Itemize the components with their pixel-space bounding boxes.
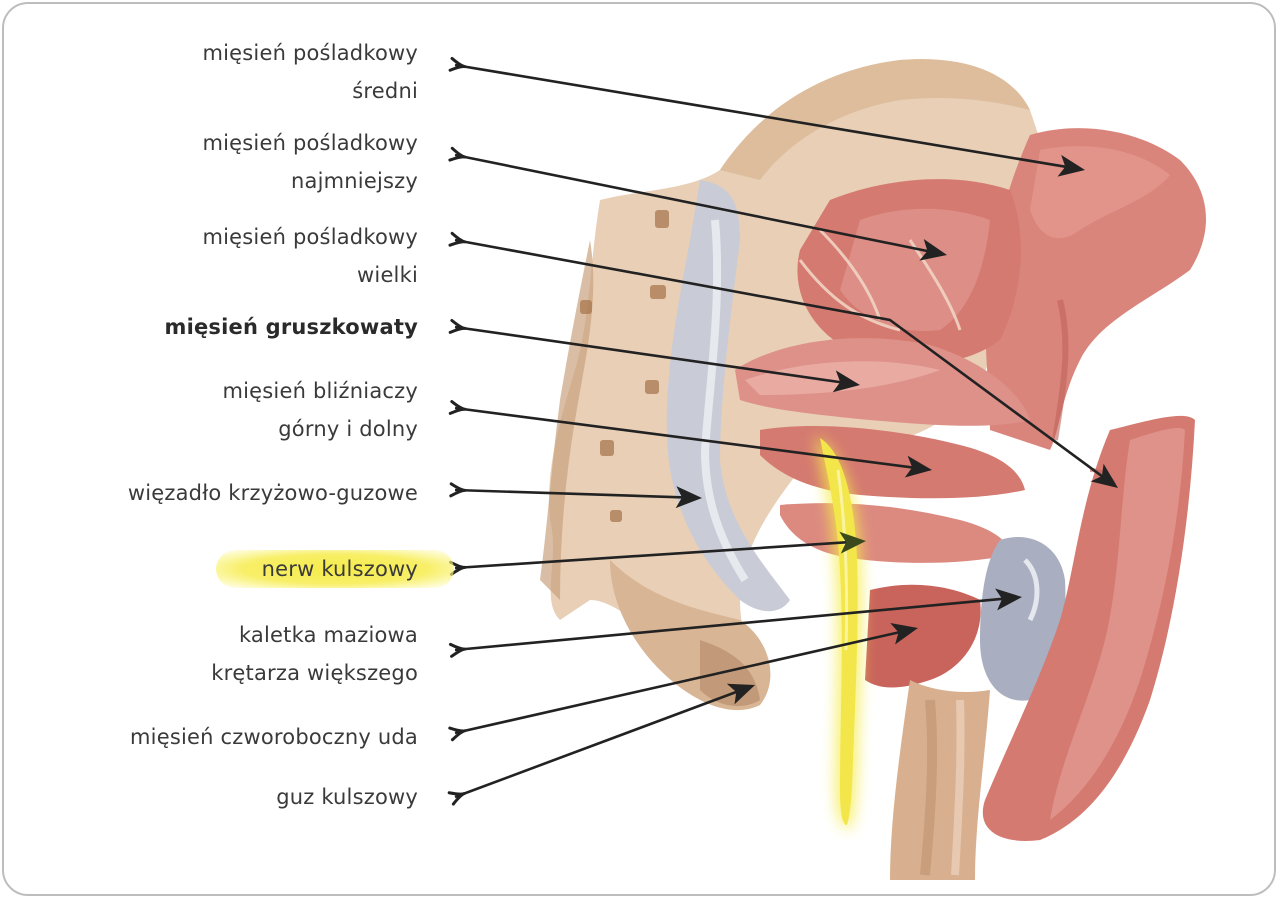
femur-shaft: [890, 680, 990, 880]
label-line: mięsień bliźniaczy: [222, 379, 418, 403]
arrow-gluteus-minimus: [448, 146, 947, 261]
arrow-sciatic-nerve: [449, 531, 866, 576]
label-line: guz kulszowy: [276, 785, 418, 809]
label-sciatic-nerve: nerw kulszowy: [215, 550, 454, 588]
label-trochanteric-bursa: kaletka maziowa krętarza większego: [211, 616, 418, 692]
label-gluteus-minimus: mięsień pośladkowy najmniejszy: [202, 124, 418, 200]
arrow-gluteus-medius: [448, 56, 1085, 177]
label-line: mięsień czworoboczny uda: [130, 725, 418, 749]
label-gemelli: mięsień bliźniaczy górny i dolny: [222, 372, 418, 448]
label-gluteus-medius: mięsień pośladkowy średni: [202, 34, 418, 110]
label-line: mięsień pośladkowy: [202, 41, 418, 65]
label-line: średni: [352, 79, 418, 103]
trochanteric-bursa-shape: [980, 536, 1066, 701]
label-line: mięsień gruszkowaty: [164, 315, 418, 339]
label-line: więzadło krzyżowo-guzowe: [127, 481, 418, 505]
arrow-quadratus-femoris: [448, 623, 918, 742]
label-ischial-tuberosity: guz kulszowy: [276, 778, 418, 816]
gluteus-minimus-shape: [797, 179, 1021, 364]
sacrotuberous-ligament-shape: [666, 180, 790, 612]
label-quadratus-femoris: mięsień czworoboczny uda: [130, 718, 418, 756]
arrow-gluteus-maximus: [448, 231, 1118, 488]
label-piriformis: mięsień gruszkowaty: [164, 308, 418, 346]
arrow-ischial-tuberosity: [447, 683, 755, 806]
label-line: wielki: [357, 263, 418, 287]
label-line: mięsień pośladkowy: [202, 131, 418, 155]
label-sacrotuberous-ligament: więzadło krzyżowo-guzowe: [128, 474, 418, 512]
label-line: kaletka maziowa: [238, 623, 418, 647]
arrow-gemelli: [448, 400, 932, 478]
arrow-piriformis: [448, 318, 860, 393]
label-line: nerw kulszowy: [261, 557, 418, 581]
quadratus-femoris-shape: [865, 584, 981, 688]
arrow-sacrotuberous-ligament: [449, 482, 702, 509]
arrow-trochanteric-bursa: [448, 588, 1022, 658]
label-line: mięsień pośladkowy: [202, 225, 418, 249]
sciatic-nerve-shape: [815, 435, 863, 830]
label-line: krętarza większego: [211, 661, 418, 685]
label-line: górny i dolny: [278, 417, 418, 441]
label-gluteus-maximus: mięsień pośladkowy wielki: [202, 218, 418, 294]
label-line: najmniejszy: [291, 169, 418, 193]
